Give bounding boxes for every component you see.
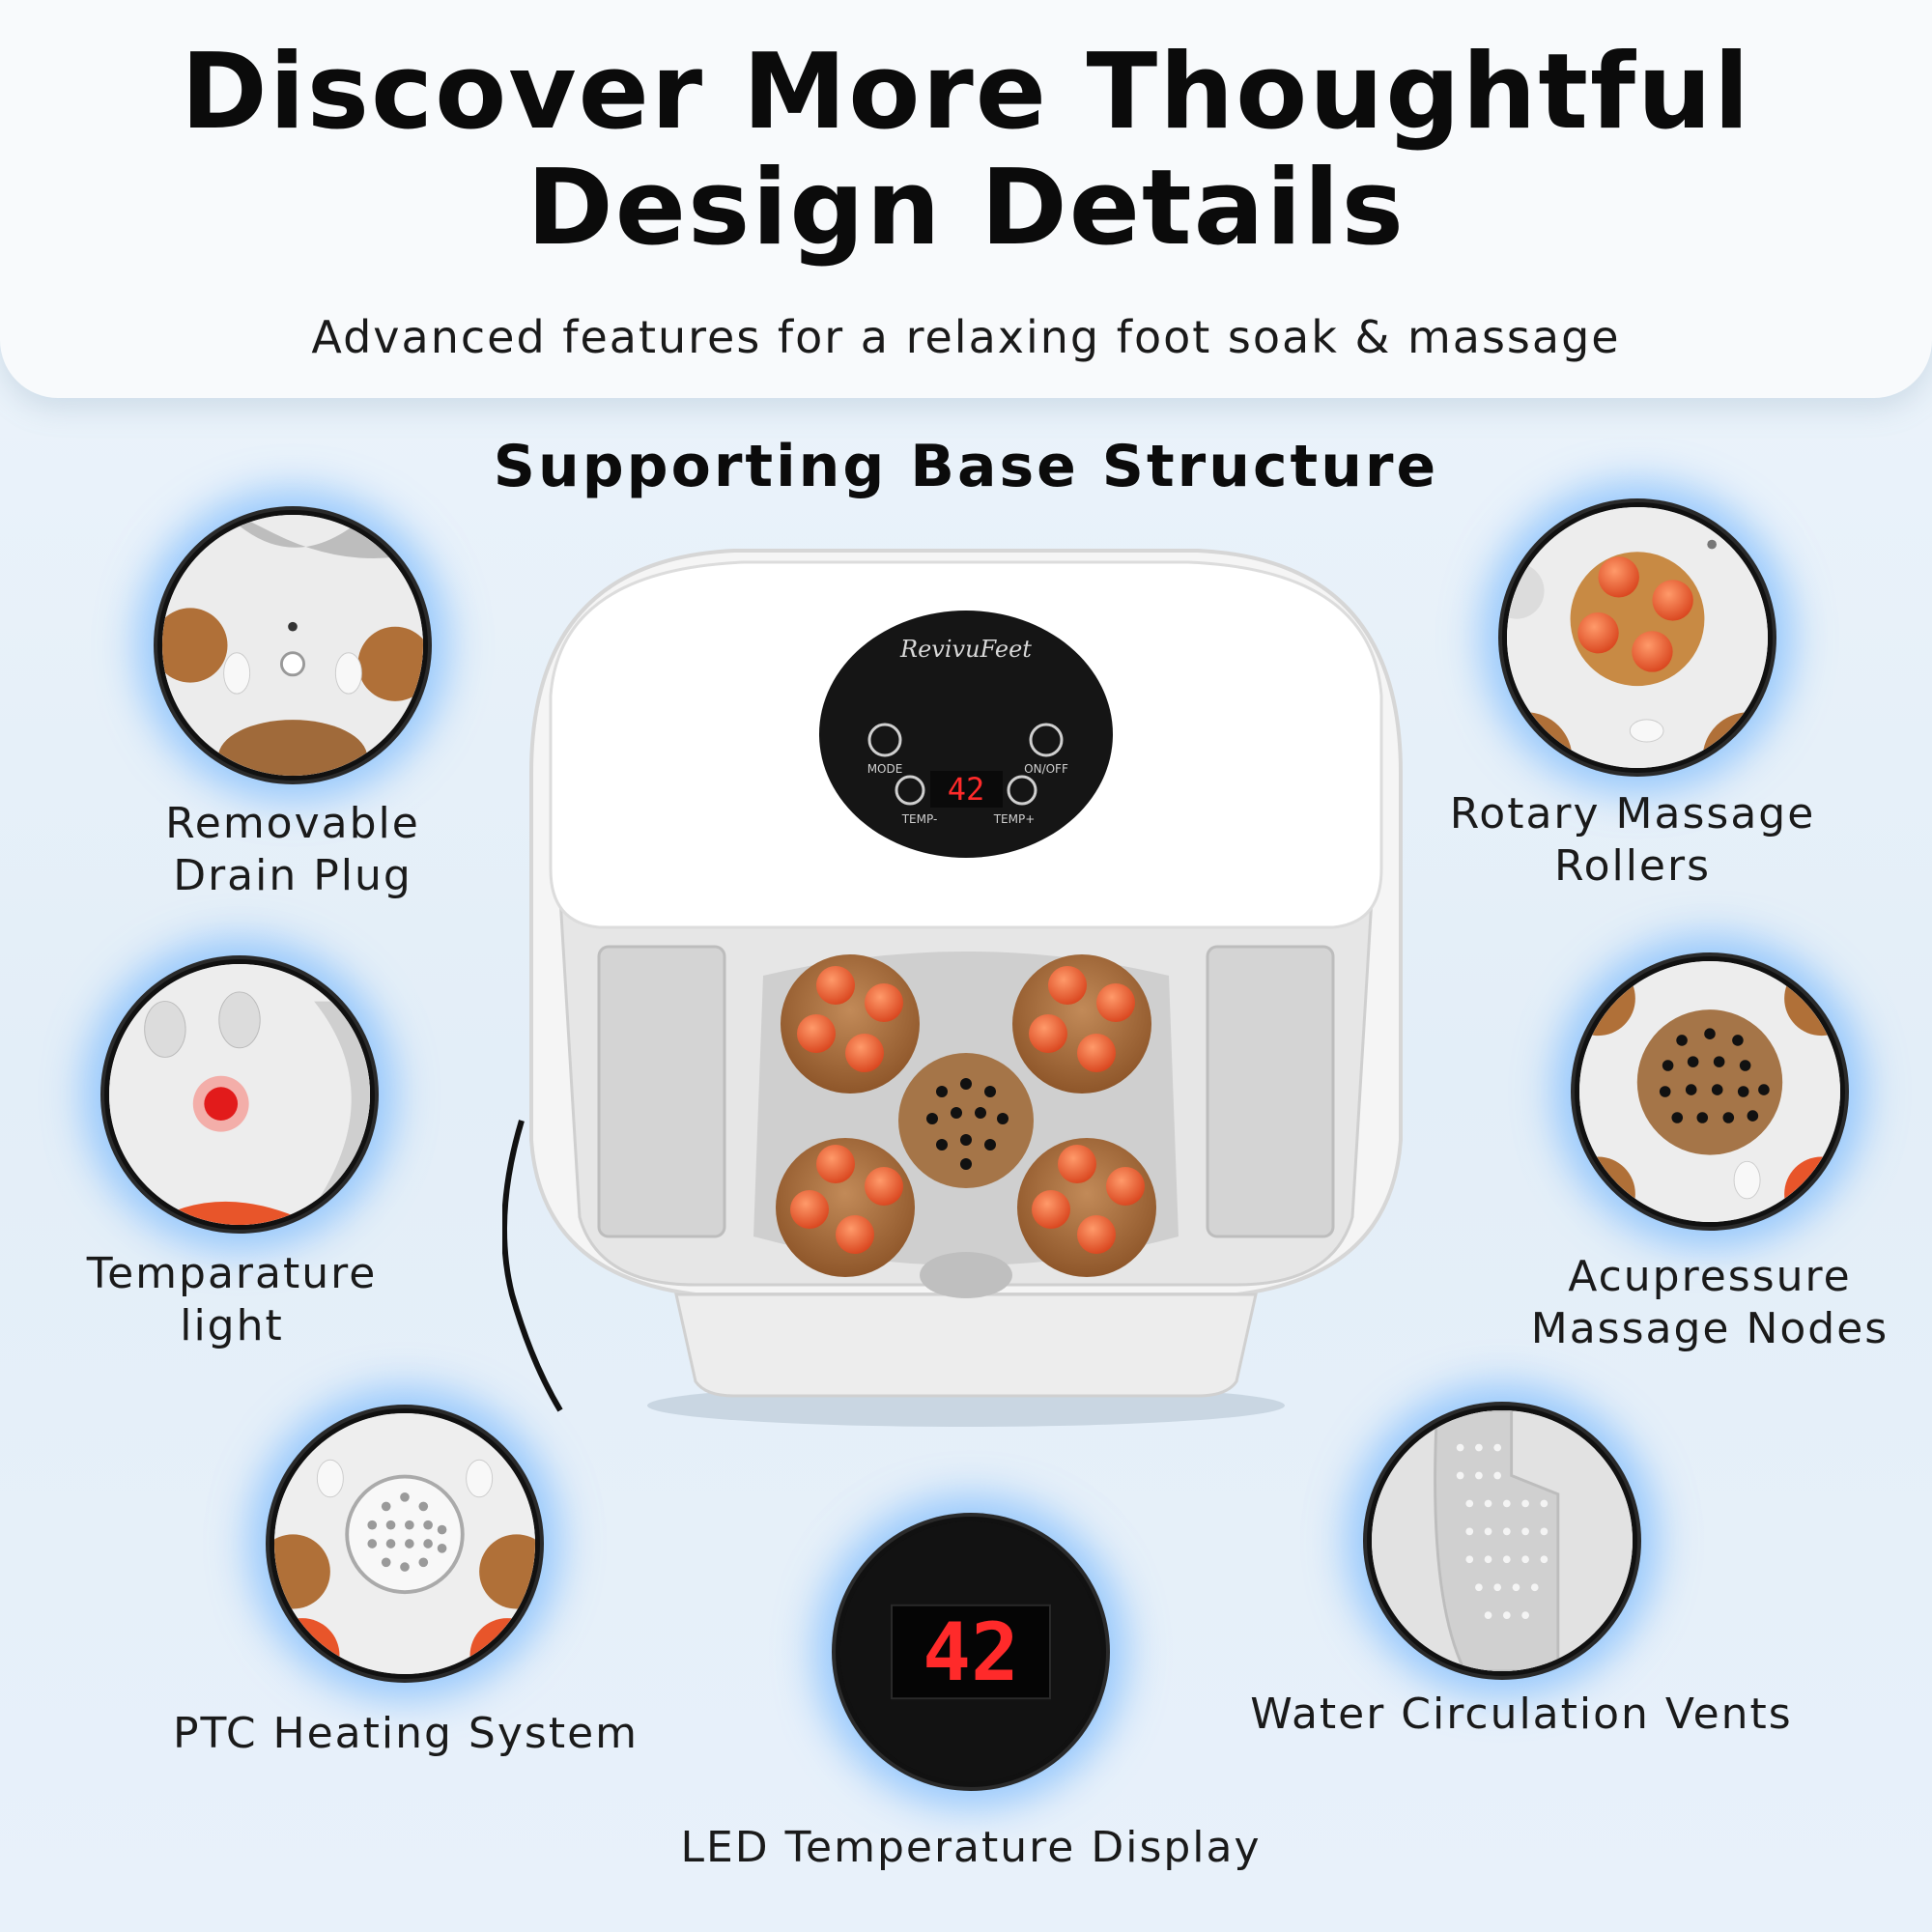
drain-plug-label-line2: Drain Plug [173,851,412,900]
rotary-rollers-label-line1: Rotary Massage [1449,789,1816,838]
acupressure-label-line2: Massage Nodes [1530,1304,1889,1353]
rotary-rollers-label: Rotary Massage Rollers [1410,788,1855,893]
water-vents-label: Water Circulation Vents [1217,1689,1826,1741]
ptc-heating-closeup [270,1408,540,1679]
header-card: Discover More Thoughtful Design Details … [0,0,1932,398]
drain-plug-label-line1: Removable [165,799,420,848]
power-cord [502,1120,563,1412]
temperature-light-label-line2: light [180,1301,284,1350]
acupressure-node-icon [1579,961,1840,1222]
foot-spa-illustration: RevivuFeet MODE ON/OFF 42 TEMP- TEMP+ [502,549,1403,1427]
brand-logo: RevivuFeet [899,636,1032,663]
headline-line-1: Discover More Thoughtful [181,32,1751,153]
water-vent-pad-icon [1372,1410,1633,1671]
heating-vent [920,1252,1012,1298]
temperature-light-icon [109,964,370,1225]
rotary-rollers-label-line2: Rollers [1553,841,1712,891]
headline-line-2: Design Details [526,148,1406,269]
temp-down-label: TEMP- [901,812,938,826]
acupressure-label-line1: Acupressure [1568,1252,1852,1301]
water-vents-closeup [1367,1406,1637,1676]
panel-led-reading: 42 [948,771,985,808]
mode-label: MODE [867,762,903,776]
led-display-closeup: 42 [836,1517,1106,1787]
roller-top-left [781,954,920,1094]
heating-grille-icon [274,1413,535,1674]
temp-down-icon [895,775,925,806]
foot-spa-product-image: RevivuFeet MODE ON/OFF 42 TEMP- TEMP+ [502,541,1430,1430]
ptc-heating-label-line1: PTC Heating System [172,1709,639,1758]
center-acupressure-pad [898,1053,1034,1188]
led-display-label-line1: LED Temperature Display [680,1823,1262,1872]
roller-bottom-right [1017,1138,1156,1277]
led-display-icon: 42 [840,1521,1101,1782]
drain-plug-closeup [157,510,428,781]
rotary-rollers-closeup [1502,502,1773,773]
temperature-light-label: Temparature light [58,1248,406,1352]
onoff-label: ON/OFF [1024,762,1068,776]
drain-plug-icon [162,515,423,776]
ptc-heating-label: PTC Heating System [164,1708,647,1760]
acupressure-label: Acupressure Massage Nodes [1507,1251,1913,1355]
mode-button-icon [867,723,902,757]
roller-top-right [1012,954,1151,1094]
power-button-icon [1029,723,1064,757]
drain-plug-label: Removable Drain Plug [116,798,469,902]
water-vents-label-line1: Water Circulation Vents [1250,1690,1793,1739]
roller-bottom-left [776,1138,915,1277]
temperature-light-label-line1: Temparature [86,1249,378,1298]
rotary-roller-icon [1507,507,1768,768]
headline: Discover More Thoughtful Design Details [0,35,1932,267]
section-title: Supporting Base Structure [493,433,1439,500]
temperature-light-closeup [104,959,375,1230]
led-display-reading: 42 [923,1605,1019,1699]
temp-up-label: TEMP+ [993,812,1036,826]
subtitle: Advanced features for a relaxing foot so… [311,311,1621,363]
led-display-label: LED Temperature Display [628,1822,1314,1874]
acupressure-closeup [1575,956,1845,1227]
temp-up-icon [1007,775,1037,806]
